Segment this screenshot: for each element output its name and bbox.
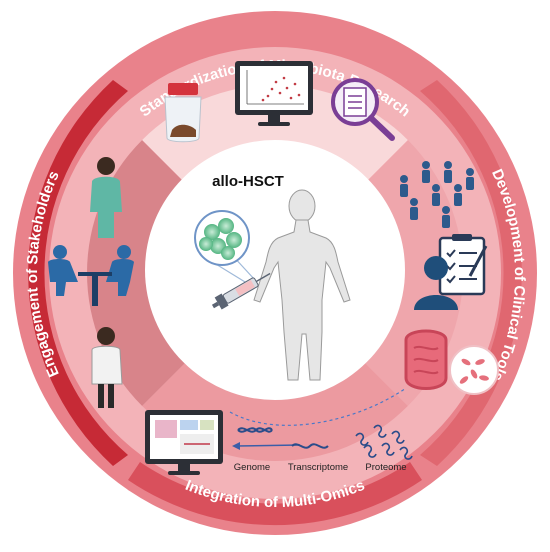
- patient-group-icon: [400, 161, 474, 228]
- omics-label-transcriptome: Transcriptome: [288, 462, 348, 473]
- meeting-icon: [48, 245, 134, 306]
- document-magnifier-icon: [331, 78, 395, 141]
- human-body-icon: [253, 189, 351, 381]
- omics-dashboard-monitor-icon: [145, 410, 223, 475]
- protein-icon: [355, 424, 413, 460]
- flow-arrow-head: [232, 442, 240, 450]
- curved-arrow: [229, 387, 407, 426]
- center-title: allo-HSCT: [212, 173, 284, 190]
- rna-strand-icon: [291, 443, 329, 449]
- clinical-checklist-icon: [414, 234, 488, 310]
- omics-label-proteome: Proteome: [365, 462, 406, 473]
- scientist-icon: [91, 327, 123, 408]
- gut-microbiome-icon: [404, 329, 499, 395]
- omics-label-genome: Genome: [234, 462, 270, 473]
- bottom-dark-band: [128, 462, 422, 526]
- syringe-icon: [211, 272, 271, 310]
- sequencing-monitor-icon: [235, 61, 313, 126]
- cell-cluster-icon: [194, 210, 256, 286]
- left-dark-band: [28, 80, 128, 466]
- flow-arrow: [235, 444, 301, 447]
- dna-helix-icon: [237, 427, 273, 433]
- sector-bottom: [87, 273, 463, 461]
- doctor-icon: [90, 157, 122, 238]
- stool-sample-jar-icon: [164, 83, 202, 143]
- center-circle: [145, 140, 405, 400]
